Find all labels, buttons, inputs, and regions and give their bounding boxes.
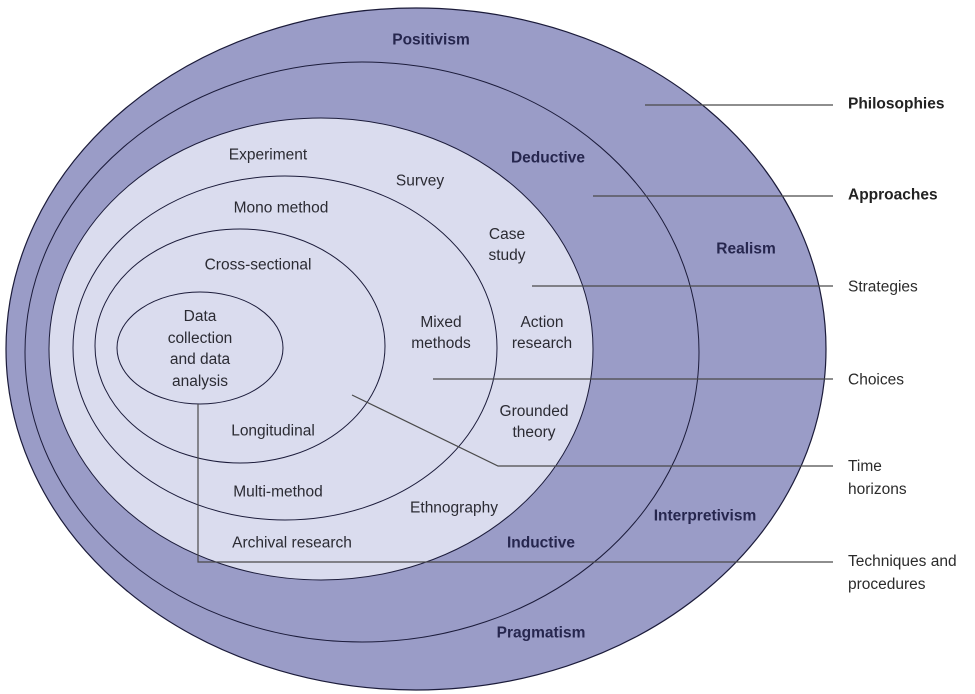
leader-line-techniques [197,404,833,563]
side-label-time-horizons: Time horizons [848,458,907,498]
ring-label-realism: Realism [716,240,776,258]
core-ellipse [116,291,284,405]
strategy-label-experiment: Experiment [228,146,308,164]
side-label-approaches: Approaches [848,186,938,204]
ring-label-inductive: Inductive [506,534,576,552]
ring-label-deductive: Deductive [510,149,586,167]
strategy-label-action-research: Action research [511,314,573,352]
side-label-techniques: Techniques and procedures [848,553,957,593]
time-horizon-label-longitudinal: Longitudinal [231,422,315,440]
choice-label-mixed-methods: Mixed methods [411,314,471,352]
side-label-philosophies: Philosophies [848,95,945,113]
strategy-label-ethnography: Ethnography [410,499,498,517]
side-label-choices: Choices [848,371,904,389]
ring-label-pragmatism: Pragmatism [496,624,586,642]
ring-label-positivism: Positivism [392,31,470,49]
strategy-label-archival-research: Archival research [232,534,352,552]
strategy-label-case-study: Case study [488,226,526,264]
core-label-data-collection: Data collection and data analysis [167,308,233,390]
choice-label-multi-method: Multi-method [233,483,323,501]
strategy-label-grounded-theory: Grounded theory [499,403,569,441]
side-label-strategies: Strategies [848,278,918,296]
leader-line-time-horizons [351,394,833,467]
ring-label-interpretivism: Interpretivism [653,507,757,525]
choice-label-mono-method: Mono method [233,199,329,217]
strategy-label-survey: Survey [395,172,445,190]
time-horizon-label-cross-sectional: Cross-sectional [204,256,312,274]
